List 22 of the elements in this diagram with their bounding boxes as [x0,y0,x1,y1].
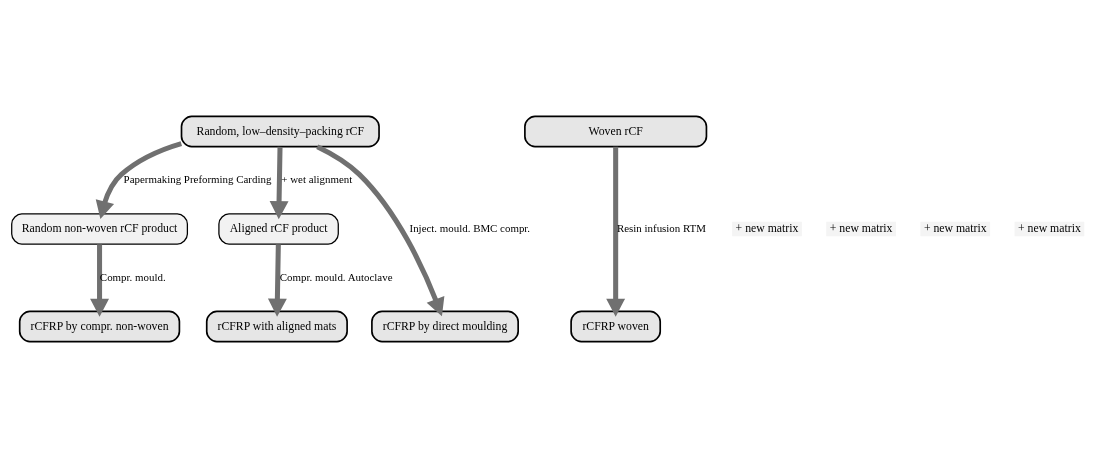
arrow [269,146,289,219]
node-box: Random non-woven rCF product [11,212,188,245]
arrow [95,140,183,219]
label: + new matrix [923,221,987,235]
edge-label: Inject. mould. BMC compr. [409,221,531,234]
arrow [606,146,626,317]
arrow [90,243,110,317]
label: + new matrix [735,221,799,235]
edge-label: Papermaking Preforming Carding [123,172,272,185]
arrow [267,243,287,317]
node-box: rCFRP by compr. non-woven [18,310,181,342]
label: + new matrix [1018,221,1081,235]
edge-label: Compr. mould. Autoclave [279,270,393,283]
node-box: rCFRP with aligned mats [205,310,348,342]
node-box: Random, low–density–packing rCF [180,115,380,147]
node-box: Woven rCF [524,115,708,147]
node-box: rCFRP woven [570,310,662,342]
node-box: Aligned rCF product [218,212,339,245]
label: + new matrix [829,221,893,235]
arrow [316,143,445,316]
edge-label: + wet alignment [281,172,353,185]
node-box: rCFRP by direct moulding [371,310,519,342]
